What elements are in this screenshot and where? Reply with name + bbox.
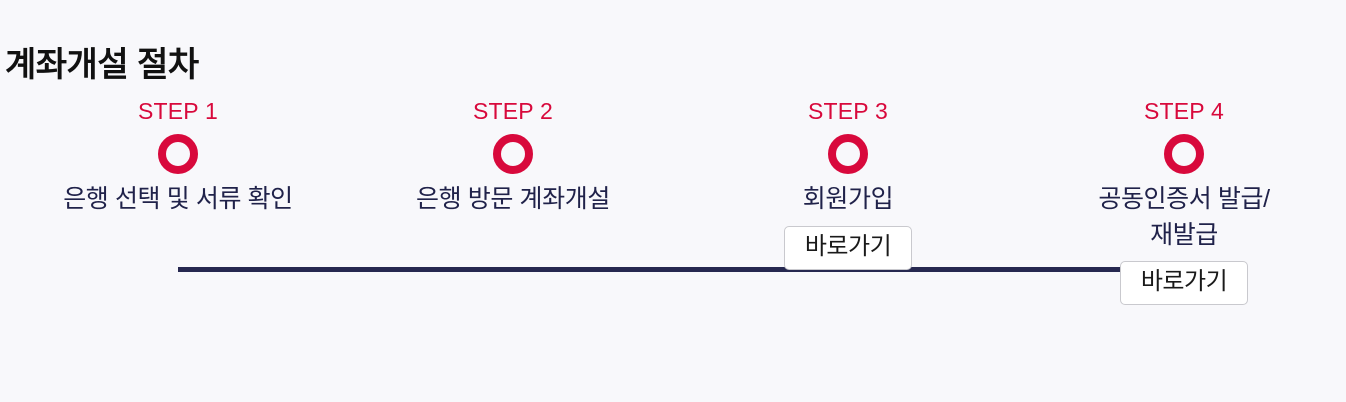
step-node-circle-icon-1 [158, 134, 198, 174]
step-item-4: STEP 4 공동인증서 발급/ 재발급 바로가기 [1016, 100, 1346, 305]
goto-button-step-3[interactable]: 바로가기 [783, 225, 913, 270]
step-description-2: 은행 방문 계좌개설 [416, 185, 610, 213]
step-node-circle-icon-4 [1164, 134, 1204, 174]
step-action-3: 바로가기 [680, 225, 1016, 270]
step-label-2: STEP 2 [472, 98, 554, 124]
step-description-4: 공동인증서 발급/ 재발급 [1098, 185, 1270, 249]
step-node-circle-icon-2 [493, 134, 533, 174]
step-action-4: 바로가기 [1016, 261, 1346, 305]
step-node-row-2 [345, 126, 681, 182]
step-description-3: 회원가입 [802, 185, 894, 213]
step-description-1: 은행 선택 및 서류 확인 [63, 185, 293, 213]
step-connector-line [178, 267, 1184, 272]
step-item-1: STEP 1 은행 선택 및 서류 확인 [10, 100, 346, 218]
step-item-3: STEP 3 회원가입 바로가기 [680, 100, 1016, 270]
step-label-3: STEP 3 [807, 98, 889, 124]
step-label-1: STEP 1 [137, 98, 219, 124]
step-label-4: STEP 4 [1143, 98, 1225, 124]
goto-button-step-4[interactable]: 바로가기 [1119, 261, 1249, 305]
step-node-circle-icon-3 [828, 134, 868, 174]
step-item-2: STEP 2 은행 방문 계좌개설 [345, 100, 681, 218]
step-node-row-4 [1016, 126, 1346, 182]
step-node-row-3 [680, 126, 1016, 182]
step-node-row-1 [10, 126, 346, 182]
step-progress-tracker: STEP 1 은행 선택 및 서류 확인 STEP 2 은행 방문 계좌개설 S… [0, 100, 1346, 390]
page-title: 계좌개설 절차 [5, 46, 199, 85]
